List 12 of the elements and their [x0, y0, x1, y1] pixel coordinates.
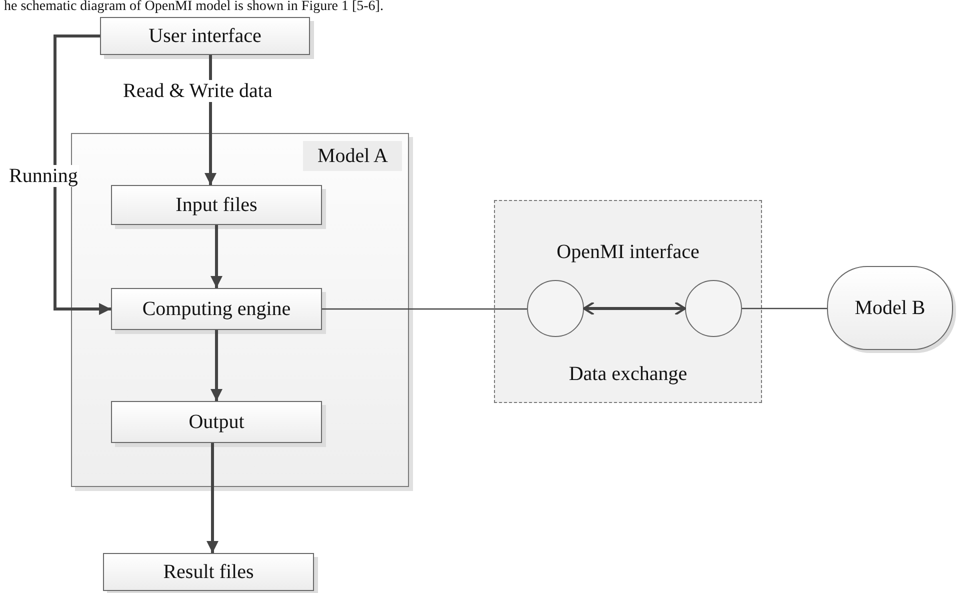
connector-arrow — [206, 443, 218, 553]
group-title: Model A — [303, 141, 402, 171]
interface-panel — [494, 200, 762, 403]
edge-label: Running — [8, 165, 79, 187]
connector-arrow — [54, 34, 111, 315]
panel-caption: OpenMI interface — [556, 241, 700, 264]
connector-arrow — [210, 330, 222, 401]
connector-arrow — [210, 225, 222, 288]
panel-caption: Data exchange — [568, 363, 688, 386]
connector-arrow — [582, 301, 686, 316]
edge-label: Read & Write data — [122, 80, 274, 102]
terminal-shape: Model B — [827, 266, 953, 350]
